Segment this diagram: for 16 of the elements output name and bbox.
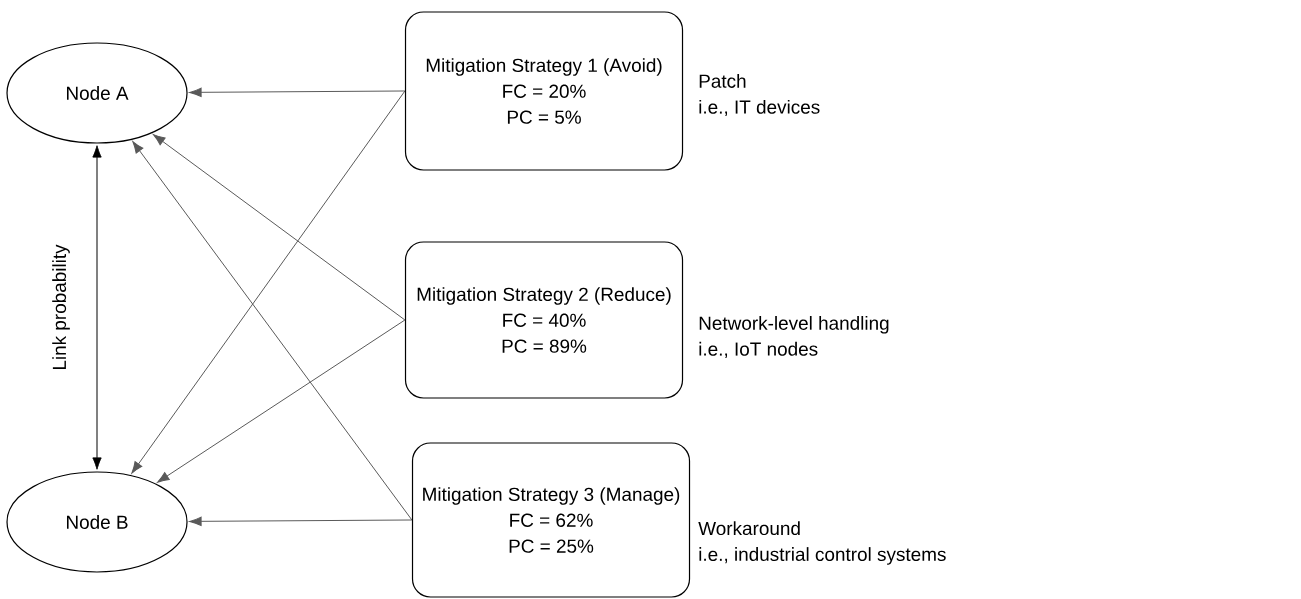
ellipse-node: Node B — [6, 471, 188, 573]
arrow — [152, 134, 406, 321]
arrow — [132, 141, 413, 521]
edge-label: Link probability — [50, 242, 72, 373]
strategy-box: Mitigation Strategy 3 (Manage) FC = 62% PC = 25% — [411, 442, 691, 598]
note-text: Patch i.e., IT devices — [699, 73, 820, 116]
arrow — [189, 87, 406, 97]
arrow — [157, 319, 406, 483]
note-text: Network-level handling i.e., IoT nodes — [699, 315, 889, 358]
ellipse-node: Node A — [6, 42, 188, 144]
arrow — [92, 145, 102, 470]
note-text: Workaround i.e., industrial control systems — [698, 521, 946, 565]
arrow — [189, 516, 413, 526]
strategy-box: Mitigation Strategy 2 (Reduce) FC = 40% PC = 89% — [404, 241, 684, 399]
strategy-box: Mitigation Strategy 1 (Avoid) FC = 20% PC = 5% — [404, 11, 684, 171]
arrow — [131, 90, 406, 474]
